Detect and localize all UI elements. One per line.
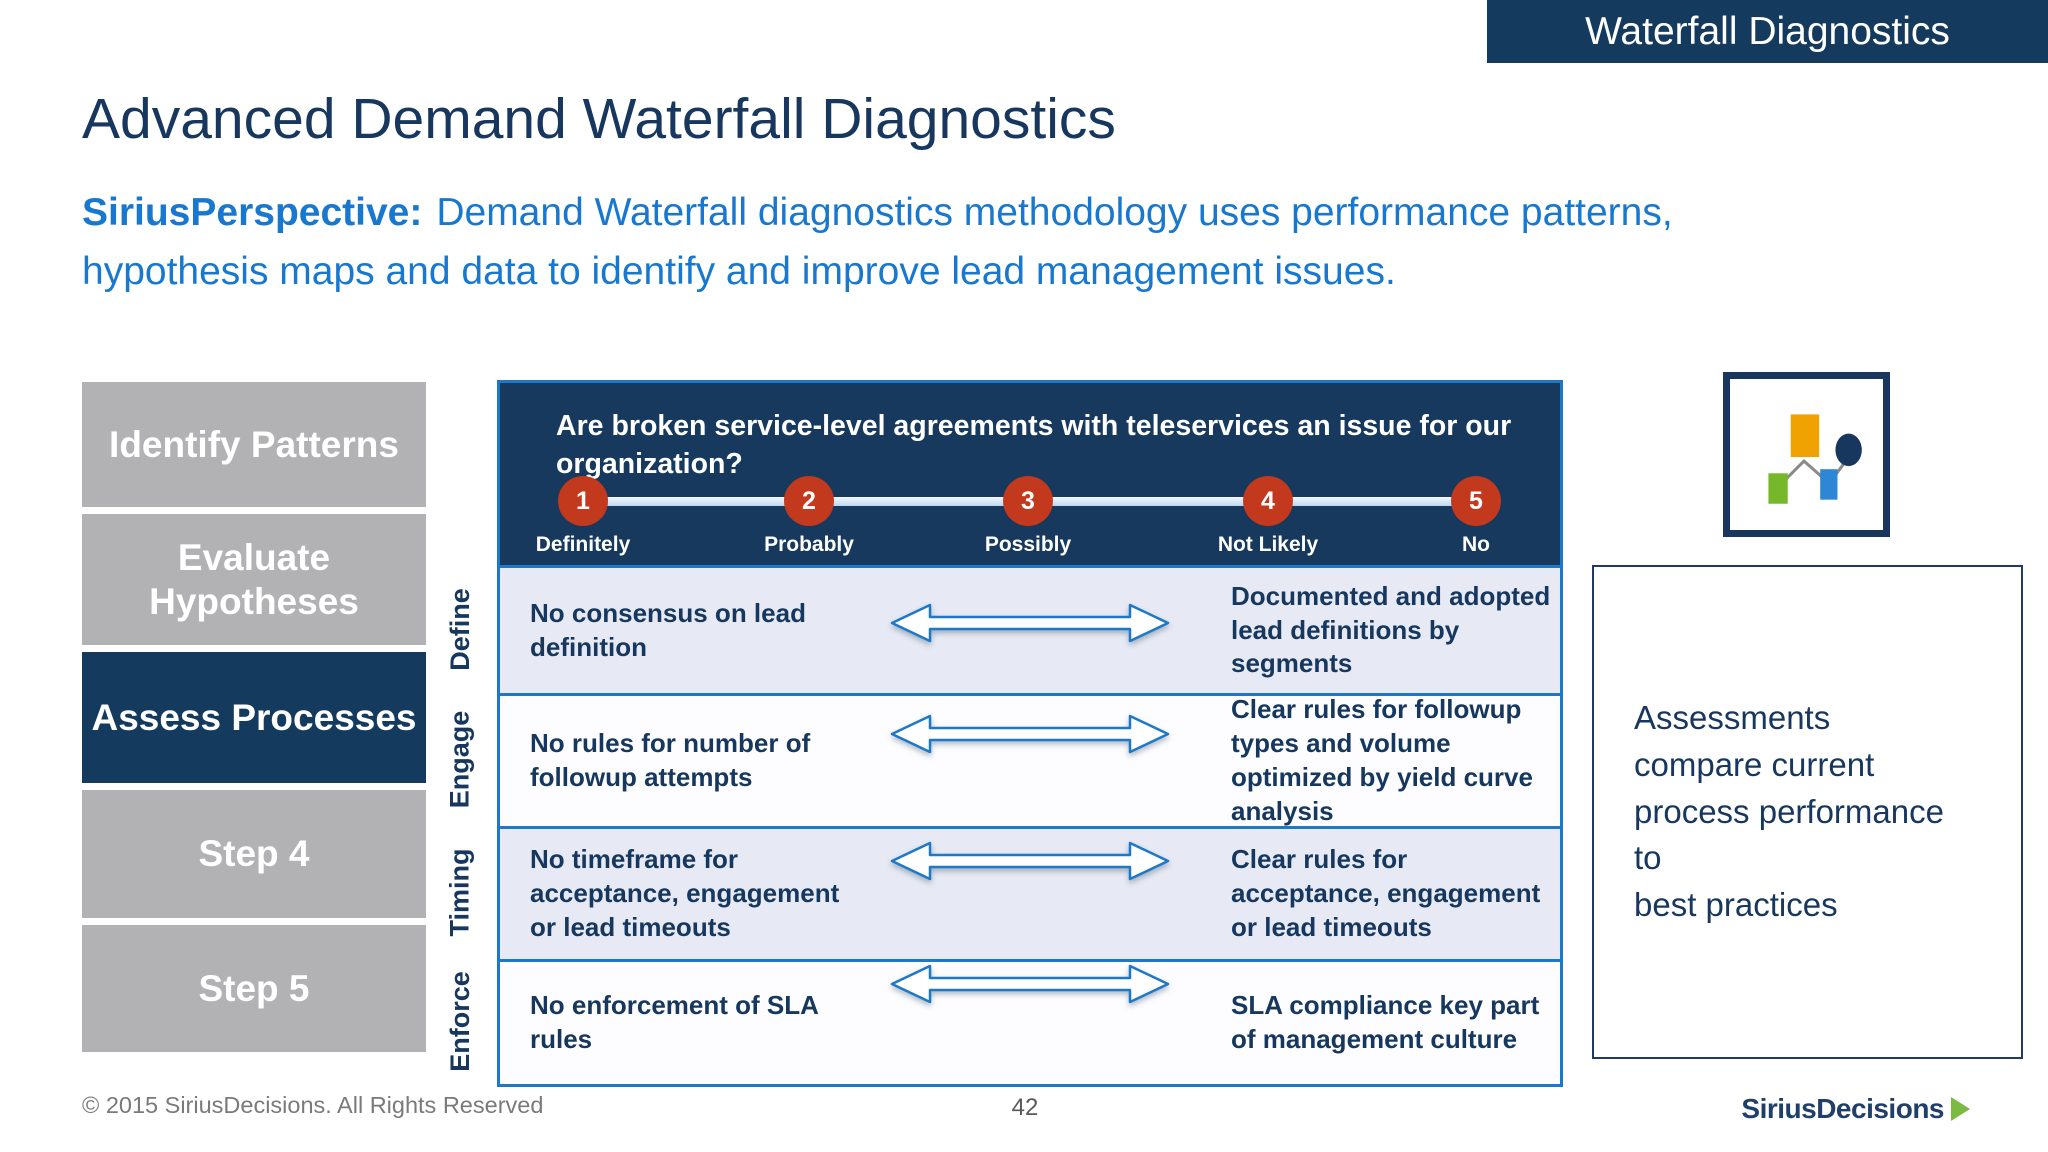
diagnostic-panel: Are broken service-level agreements with… xyxy=(497,380,1563,1087)
question-text: Are broken service-level agreements with… xyxy=(556,410,1512,481)
scale-circle: 1 xyxy=(558,476,608,526)
dimension-label-timing: Timing xyxy=(444,848,475,937)
scale-label: Definitely xyxy=(535,533,631,556)
scale-circle: 5 xyxy=(1451,476,1501,526)
scale-label: Possibly xyxy=(984,533,1072,556)
current-state-text: No timeframe for acceptance, engagement … xyxy=(530,844,840,942)
sidebar-item-step-4: Step 4 xyxy=(82,790,426,918)
question-panel: Are broken service-level agreements with… xyxy=(500,383,1560,565)
scale-circle: 3 xyxy=(1003,476,1053,526)
scale-circle: 4 xyxy=(1243,476,1293,526)
scale-circle: 2 xyxy=(784,476,834,526)
sidebar-item-identify-patterns: Identify Patterns xyxy=(82,382,426,507)
assessment-note-box: Assessments compare current process perf… xyxy=(1592,565,2023,1059)
current-state-text: No consensus on lead definition xyxy=(530,597,806,662)
assessment-row-define: No consensus on lead definition Document… xyxy=(500,565,1560,693)
scale-point-4: 4 Not Likely xyxy=(1193,476,1343,557)
current-state-text: No enforcement of SLA rules xyxy=(530,990,818,1054)
current-state-text: No rules for number of followup attempts xyxy=(530,728,811,792)
page-number: 42 xyxy=(1011,1094,1039,1121)
best-practice-text: Clear rules for followup types and volum… xyxy=(1231,694,1533,826)
dimension-label-enforce: Enforce xyxy=(444,971,475,1072)
scale-label: Not Likely xyxy=(1217,533,1319,556)
assessment-row-timing: No timeframe for acceptance, engagement … xyxy=(500,826,1560,959)
scale-point-3: 3 Possibly xyxy=(953,476,1103,557)
process-step-list: Identify Patterns Evaluate Hypotheses As… xyxy=(82,382,426,1052)
process-diagram-icon xyxy=(1767,413,1862,504)
page-title: Advanced Demand Waterfall Diagnostics xyxy=(82,87,1116,151)
perspective-text: Demand Waterfall diagnostics methodology… xyxy=(82,191,1673,293)
logo-text: SiriusDecisions xyxy=(1741,1093,1944,1124)
double-arrow-icon xyxy=(890,714,1170,754)
best-practice-text: Documented and adopted lead definitions … xyxy=(1231,580,1551,679)
assessment-widget xyxy=(1723,372,1890,537)
scale-label: No xyxy=(1462,533,1490,556)
perspective-label: SiriusPerspective: xyxy=(82,191,423,234)
double-arrow-icon xyxy=(890,841,1170,881)
double-arrow-icon xyxy=(890,964,1170,1004)
scale-point-2: 2 Probably xyxy=(734,476,884,557)
best-practice-text: Clear rules for acceptance, engagement o… xyxy=(1231,844,1541,942)
sirius-decisions-logo: SiriusDecisions xyxy=(1741,1093,1970,1125)
scale-point-1: 1 Definitely xyxy=(508,476,658,557)
copyright-text: © 2015 SiriusDecisions. All Rights Reser… xyxy=(82,1092,544,1118)
assessment-row-engage: No rules for number of followup attempts… xyxy=(500,693,1560,826)
scale-point-5: 5 No xyxy=(1401,476,1551,557)
assessment-row-enforce: No enforcement of SLA rules SLA complian… xyxy=(500,959,1560,1084)
dimension-label-engage: Engage xyxy=(444,710,475,809)
assessment-note-text: Assessments compare current process perf… xyxy=(1634,698,1944,924)
header-badge: Waterfall Diagnostics xyxy=(1487,0,2048,63)
dimension-label-define: Define xyxy=(444,587,475,671)
scale-label: Probably xyxy=(764,533,854,556)
sirius-perspective: SiriusPerspective:Demand Waterfall diagn… xyxy=(82,184,1762,301)
sidebar-item-assess-processes: Assess Processes xyxy=(82,652,426,783)
logo-arrow-icon xyxy=(1951,1097,1970,1121)
best-practice-text: SLA compliance key part of management cu… xyxy=(1231,990,1540,1054)
double-arrow-icon xyxy=(890,603,1170,643)
sidebar-item-evaluate-hypotheses: Evaluate Hypotheses xyxy=(82,514,426,645)
sidebar-item-step-5: Step 5 xyxy=(82,925,426,1052)
